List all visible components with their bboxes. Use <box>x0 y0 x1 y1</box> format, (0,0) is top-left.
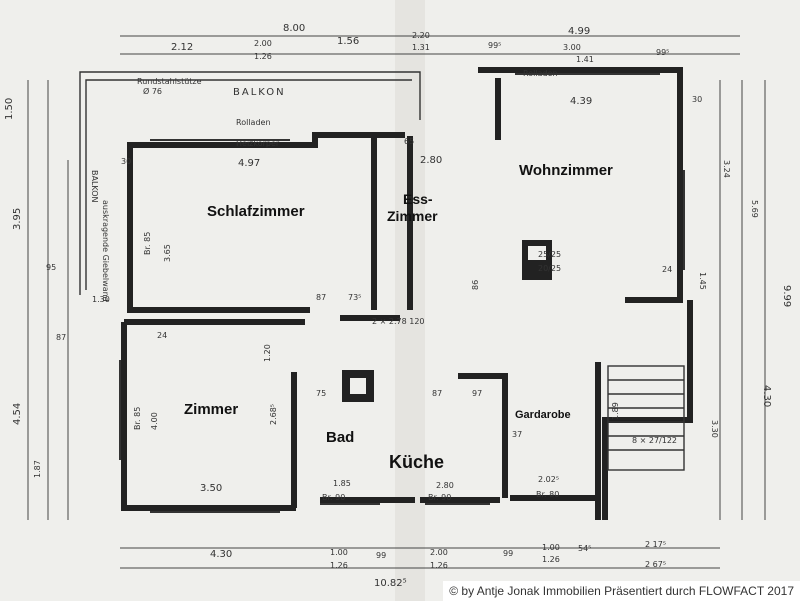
balcony-railing <box>85 79 412 290</box>
dim-73: 73⁵ <box>348 293 361 302</box>
dim-bot-b-den: 1.26 <box>330 561 348 570</box>
dim-z-width: 3.50 <box>200 483 222 494</box>
room-label-wohnzimmer: Wohnzimmer <box>519 162 613 179</box>
rolladen-label-bz: Rolladen <box>236 118 271 127</box>
bad-chimney-inner <box>350 378 366 394</box>
dim-bz-width: 4.97 <box>238 158 260 169</box>
dim-2x: 2 × 2.78 120 <box>372 317 425 326</box>
dimension-labels: 8.00 2.12 2.00 1.26 1.56 2.20 1.31 99⁵ 4… <box>4 23 792 589</box>
room-label-bad: Bad <box>326 429 354 446</box>
windows <box>119 73 685 513</box>
dim-br90-bad: Br. 90 <box>322 493 345 502</box>
dim-37: 37 <box>512 430 522 439</box>
dim-bot-total: 10.82⁵ <box>374 578 407 589</box>
dim-wz-h-a: 3.24 <box>722 160 731 178</box>
dim-130: 1.30 <box>92 295 110 304</box>
auskragende-label: auskragende Giebelwand <box>101 200 110 302</box>
dim-g-width: 2.02⁵ <box>538 475 559 484</box>
dim-br90-k: Br. 90 <box>428 493 451 502</box>
dim-87-b: 87 <box>432 389 442 398</box>
dim-z-height: 4.00 <box>150 412 159 430</box>
balkon-label: BALKON <box>233 87 286 98</box>
dim-bot-e: 99 <box>503 549 513 558</box>
staircase <box>607 365 685 471</box>
dim-30-a: 30 <box>121 157 131 166</box>
dim-top-b-num: 2.00 <box>254 39 272 48</box>
dim-24-wz: 24 <box>662 265 672 274</box>
room-label-zimmer: Zimmer <box>184 401 238 418</box>
dim-br80: Br. 80 <box>536 490 559 499</box>
dim-top-e: 99⁵ <box>488 41 501 50</box>
dim-75: 75 <box>316 389 326 398</box>
dim-wz-h-b: 5.69 <box>750 200 759 218</box>
dim-97: 97 <box>472 389 482 398</box>
dim-24-a: 24 <box>157 331 167 340</box>
dimension-lines <box>27 35 766 569</box>
dim-2675: 2 67⁵ <box>645 560 666 569</box>
dim-2175: 2 17⁵ <box>645 540 666 549</box>
dim-top-right-e: 99⁵ <box>656 48 669 57</box>
dim-top-d-den: 1.31 <box>412 43 430 52</box>
dim-stairs: 8 × 27/122 <box>632 436 677 445</box>
dim-bot-f-num: 1.00 <box>542 543 560 552</box>
dim-top-a: 2.12 <box>171 42 193 53</box>
room-label-schlafzimmer: Schlafzimmer <box>207 203 305 220</box>
dim-chimney: 25/25 <box>538 250 561 259</box>
dim-bad-width: 1.85 <box>333 479 351 488</box>
dim-bot-g: 54⁵ <box>578 544 591 553</box>
dim-top-right-num: 3.00 <box>563 43 581 52</box>
dim-left-a: 1.50 <box>4 98 15 120</box>
dim-wz-width: 4.39 <box>570 96 592 107</box>
dim-br85-z: Br. 85 <box>133 407 142 430</box>
dim-189: 1.89 <box>611 402 620 420</box>
walls <box>121 67 693 520</box>
dim-bot-a: 4.30 <box>210 549 232 560</box>
dim-top-d-num: 2.20 <box>412 31 430 40</box>
dim-bad-height: 2.68⁵ <box>269 404 278 425</box>
dim-br85-bz: Br. 85 <box>143 232 152 255</box>
dim-bot-f-den: 1.26 <box>542 555 560 564</box>
dim-left-d: 1.87 <box>33 460 42 478</box>
copyright-notice: © by Antje Jonak Immobilien Präsentiert … <box>443 581 800 601</box>
dim-bot-d-num: 2.00 <box>430 548 448 557</box>
rolladen-label-wz: Rolladen <box>523 69 558 78</box>
dim-87: 87 <box>56 333 66 342</box>
dim-bot-c: 99 <box>376 551 386 560</box>
room-label-garderobe: Gardarobe <box>515 409 571 421</box>
dim-bz-height: 3.65 <box>163 244 172 262</box>
balcony-outline <box>79 71 421 295</box>
dim-bot-d-den: 1.26 <box>430 561 448 570</box>
room-label-ess-line2: Zimmer <box>387 208 438 224</box>
dim-top-c: 1.56 <box>337 36 359 47</box>
dim-k-width: 2.80 <box>436 481 454 490</box>
dim-top-total: 8.00 <box>283 23 305 34</box>
dim-86: 86 <box>471 280 480 290</box>
dim-top-right-total: 4.99 <box>568 26 590 37</box>
dim-top-right-den: 1.41 <box>576 55 594 64</box>
dim-top-b-den: 1.26 <box>254 52 272 61</box>
room-label-ess-line1: Ess- <box>403 191 433 207</box>
dim-95: 95 <box>46 263 56 272</box>
dim-87-a: 87 <box>316 293 326 302</box>
dim-es-width: 2.80 <box>420 155 442 166</box>
dim-left-b: 3.95 <box>12 208 23 230</box>
dim-right-b: 3.30 <box>710 420 719 438</box>
balkon-vertical-label: BALKON <box>90 170 99 203</box>
dim-120: 1.20 <box>263 344 272 362</box>
room-label-kueche: Küche <box>389 452 444 472</box>
dim-145: 1.45 <box>698 272 707 290</box>
dim-left-c: 4.54 <box>12 403 23 425</box>
dim-chimney2: 20/25 <box>538 264 561 273</box>
rundstahl-diameter: Ø 76 <box>143 86 162 96</box>
rundstahl-label: Rundstahlstütze <box>137 77 202 86</box>
dim-bot-b-num: 1.00 <box>330 548 348 557</box>
dim-right-total: 9.99 <box>781 285 792 307</box>
dim-30-wz: 30 <box>692 95 702 104</box>
heizkoerper-label: Heizkörper <box>236 139 280 148</box>
dim-right-a: 4.30 <box>761 385 772 407</box>
chimney-inner <box>528 246 546 260</box>
dim-65: 65 <box>404 137 414 146</box>
